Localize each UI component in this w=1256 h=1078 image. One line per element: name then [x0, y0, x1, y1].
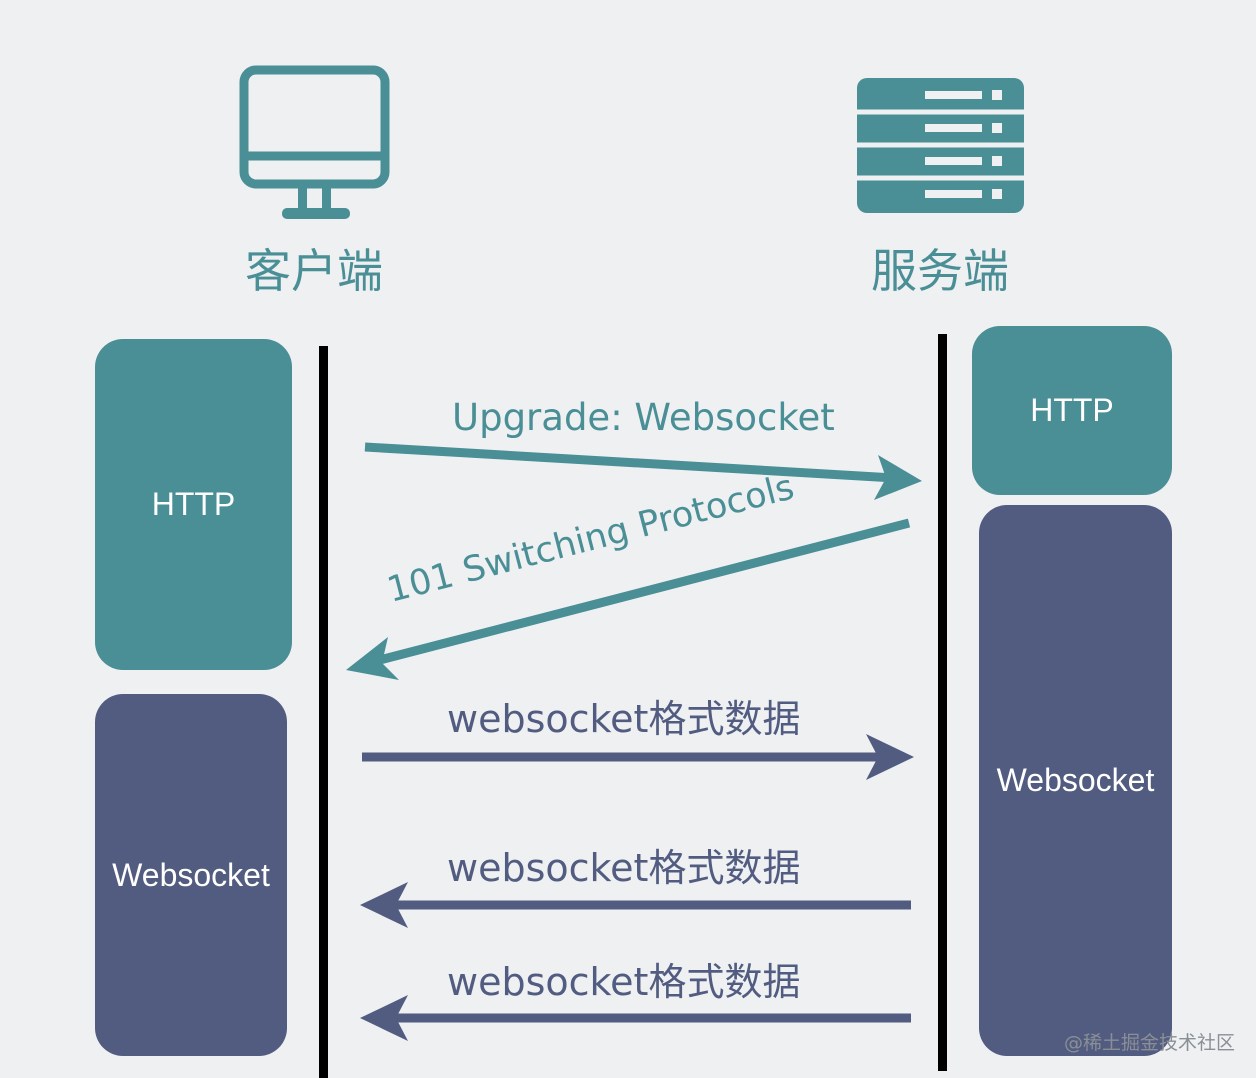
server-rack-icon	[857, 78, 1024, 213]
watermark: @稀土掘金技术社区	[1064, 1032, 1236, 1054]
client-lifeline	[319, 346, 328, 1078]
arrow-upgrade	[364, 442, 922, 500]
client-websocket-label: Websocket	[112, 856, 270, 893]
message-label-upgrade: Upgrade: Websocket	[452, 396, 835, 439]
server-websocket-block: Websocket	[979, 505, 1172, 1056]
message-label-ws-data-3: websocket格式数据	[447, 960, 801, 1004]
message-label-ws-data-1: websocket格式数据	[447, 697, 801, 741]
message-label-ws-data-2: websocket格式数据	[447, 846, 801, 890]
server-lifeline	[938, 334, 947, 1071]
client-http-label: HTTP	[151, 486, 236, 522]
arrow-ws-data-3	[360, 995, 911, 1041]
server-websocket-label: Websocket	[996, 762, 1155, 798]
monitor-icon	[239, 65, 390, 219]
arrow-ws-data-2	[360, 882, 911, 928]
client-websocket-block: Websocket	[95, 694, 287, 1056]
server-label: 服务端	[871, 244, 1009, 298]
client-http-block: HTTP	[95, 339, 292, 670]
server-http-label: HTTP	[1030, 392, 1114, 428]
client-label: 客户端	[245, 244, 383, 298]
arrow-switching-protocols	[346, 518, 911, 680]
server-http-block: HTTP	[972, 326, 1172, 495]
arrow-ws-data-1	[362, 734, 914, 780]
